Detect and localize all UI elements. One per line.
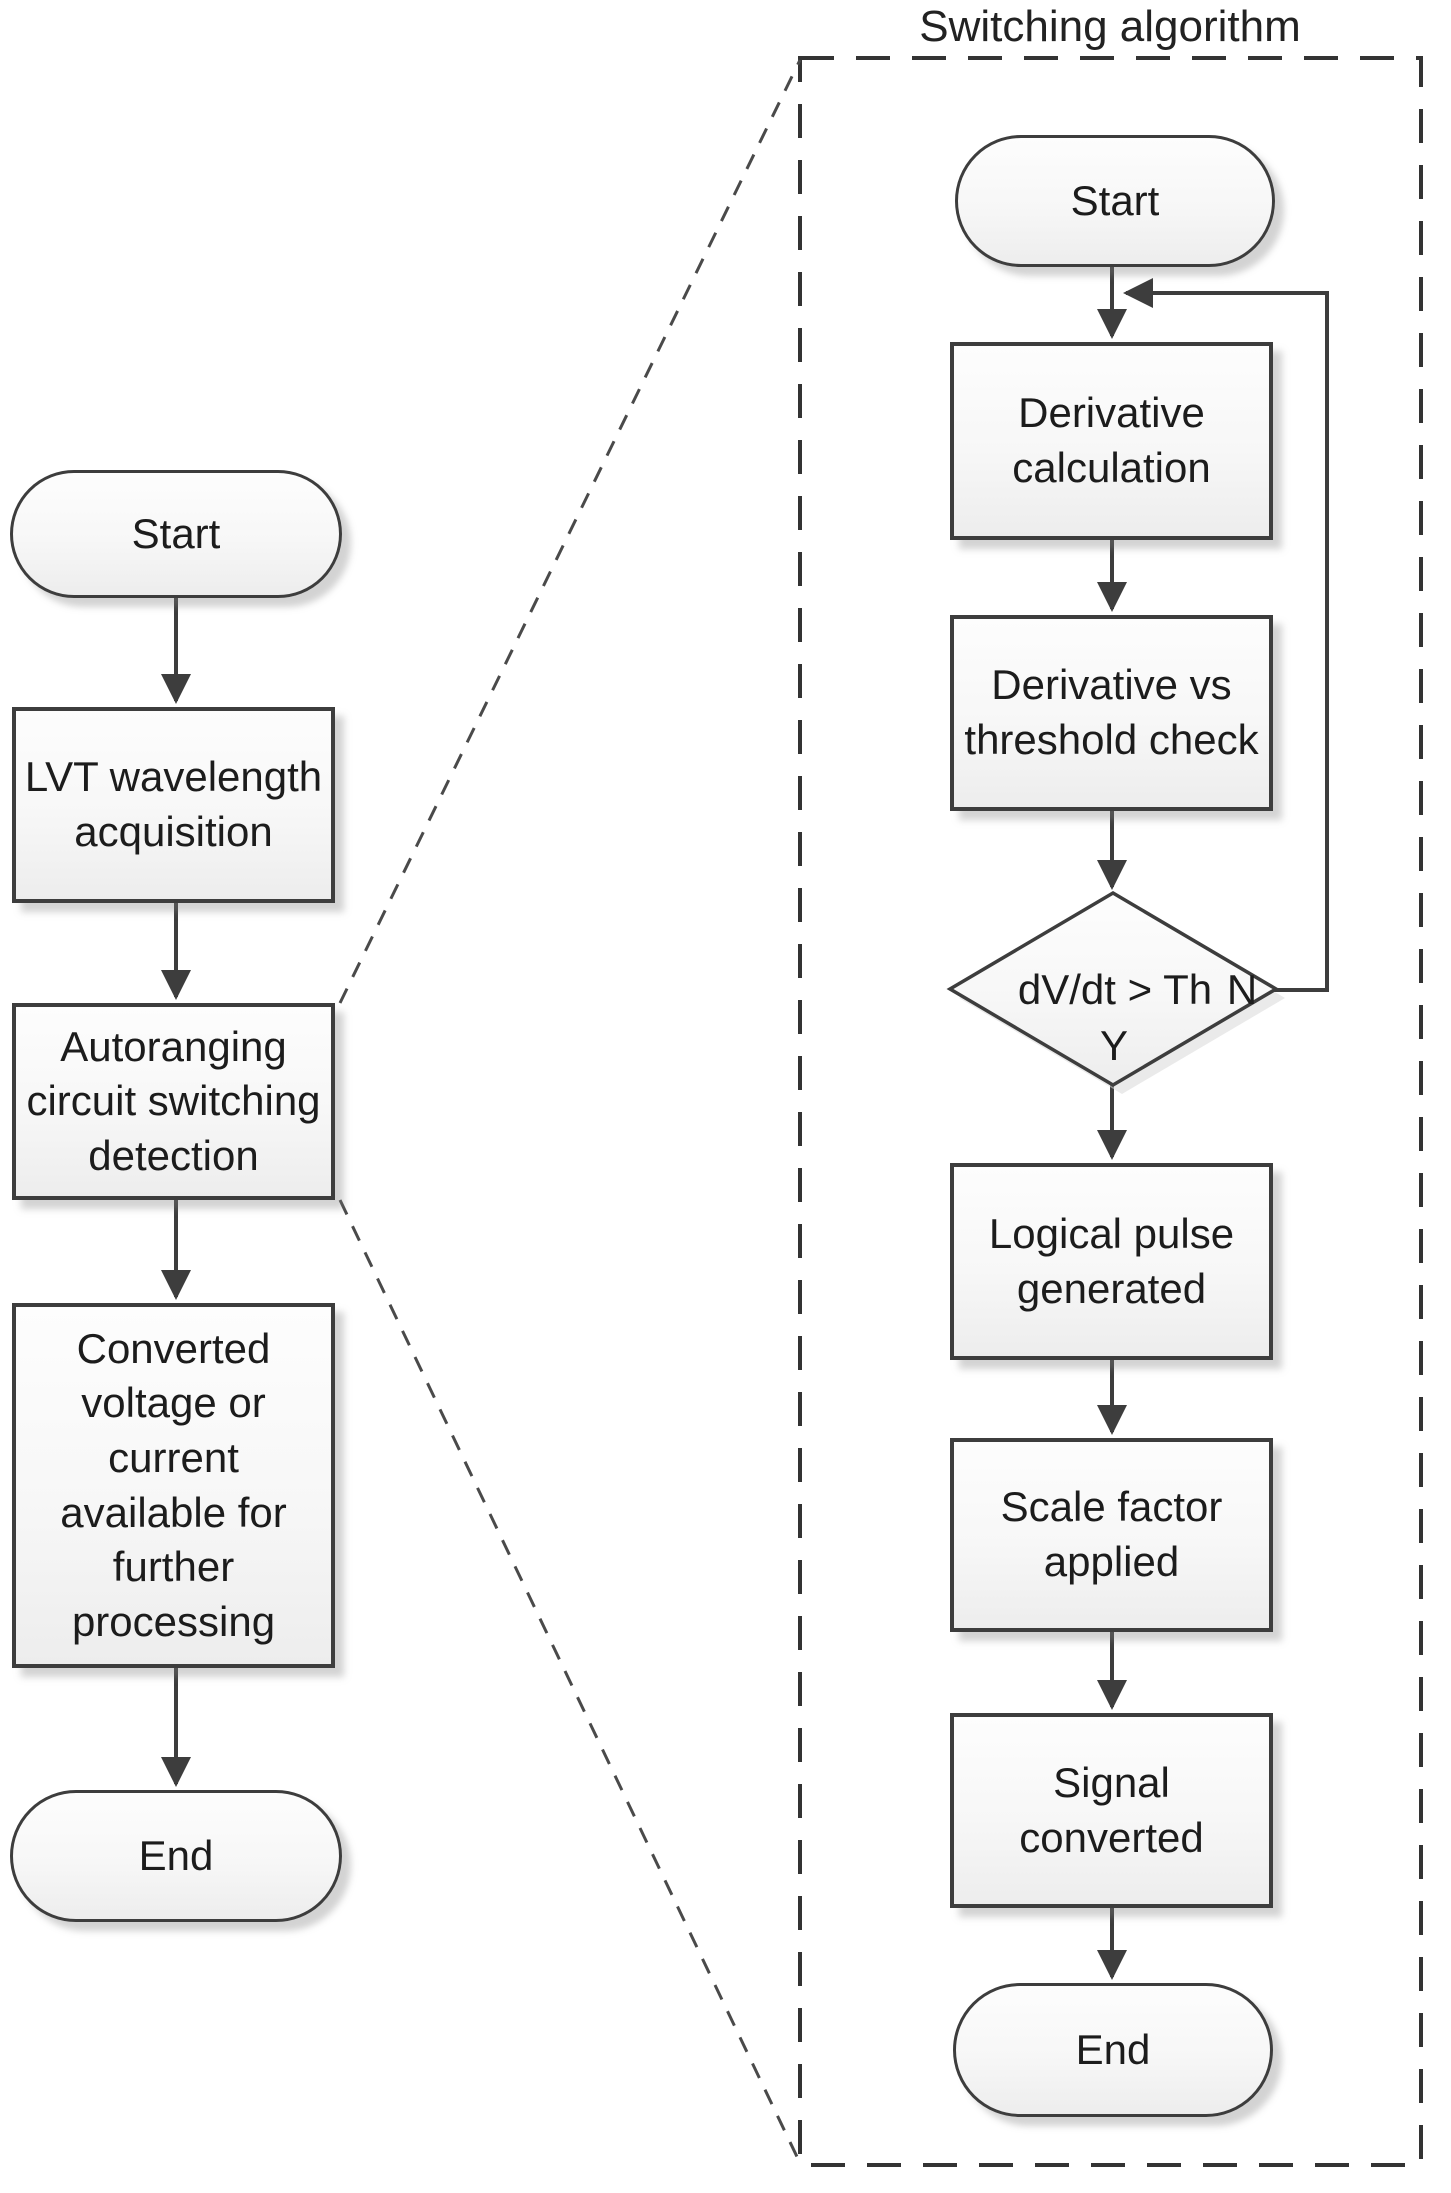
zoom-callout-line-upper	[338, 59, 802, 1004]
algo-process-derivative-calculation: Derivative calculation	[950, 342, 1273, 540]
zoom-callout-line-lower	[338, 1199, 802, 2164]
decision-condition-label: dV/dt > Th	[1017, 966, 1213, 1013]
algo-start-terminator: Start	[955, 135, 1275, 267]
main-process-autoranging-detection: Autoranging circuit switching detection	[12, 1003, 335, 1200]
decision-yes-branch-label: Y	[1099, 1022, 1128, 1069]
main-start-terminator: Start	[10, 470, 342, 598]
main-end-terminator: End	[10, 1790, 342, 1922]
decision-diamond	[946, 890, 1280, 1088]
switching-panel-dashed-border	[798, 56, 1423, 2167]
switching-panel-title: Switching algorithm	[919, 2, 1301, 51]
algo-process-signal-converted: Signal converted	[950, 1713, 1273, 1908]
main-process-lvt-acquisition: LVT wavelength acquisition	[12, 707, 335, 903]
feedback-loop-no-branch	[1123, 278, 1329, 992]
decision-no-branch-label: N	[1226, 966, 1258, 1013]
algo-process-threshold-check: Derivative vs threshold check	[950, 615, 1273, 811]
algo-process-logical-pulse: Logical pulse generated	[950, 1163, 1273, 1360]
algo-process-scale-factor: Scale factor applied	[950, 1438, 1273, 1632]
main-process-converted-output: Converted voltage or current available f…	[12, 1303, 335, 1668]
algo-end-terminator: End	[953, 1983, 1273, 2117]
